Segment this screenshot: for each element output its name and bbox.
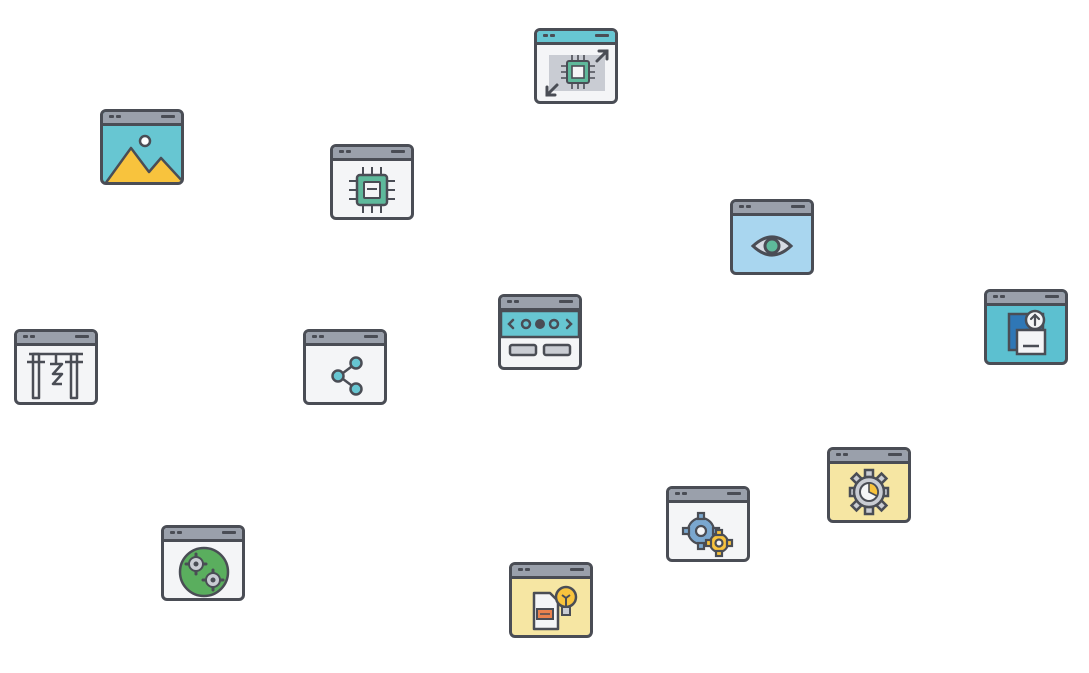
eye-window-icon (730, 199, 814, 275)
carousel-window-icon (498, 294, 582, 370)
crane-window-icon (14, 329, 98, 405)
gear-chart-window-icon (827, 447, 911, 523)
idea-document-window-icon (509, 562, 593, 638)
chip-expand-window-icon (534, 28, 618, 104)
settings-window-icon (666, 486, 750, 562)
image-window-icon (100, 109, 184, 185)
share-window-icon (303, 329, 387, 405)
chip-window-icon (330, 144, 414, 220)
upload-window-icon (984, 289, 1068, 365)
gears-globe-window-icon (161, 525, 245, 601)
